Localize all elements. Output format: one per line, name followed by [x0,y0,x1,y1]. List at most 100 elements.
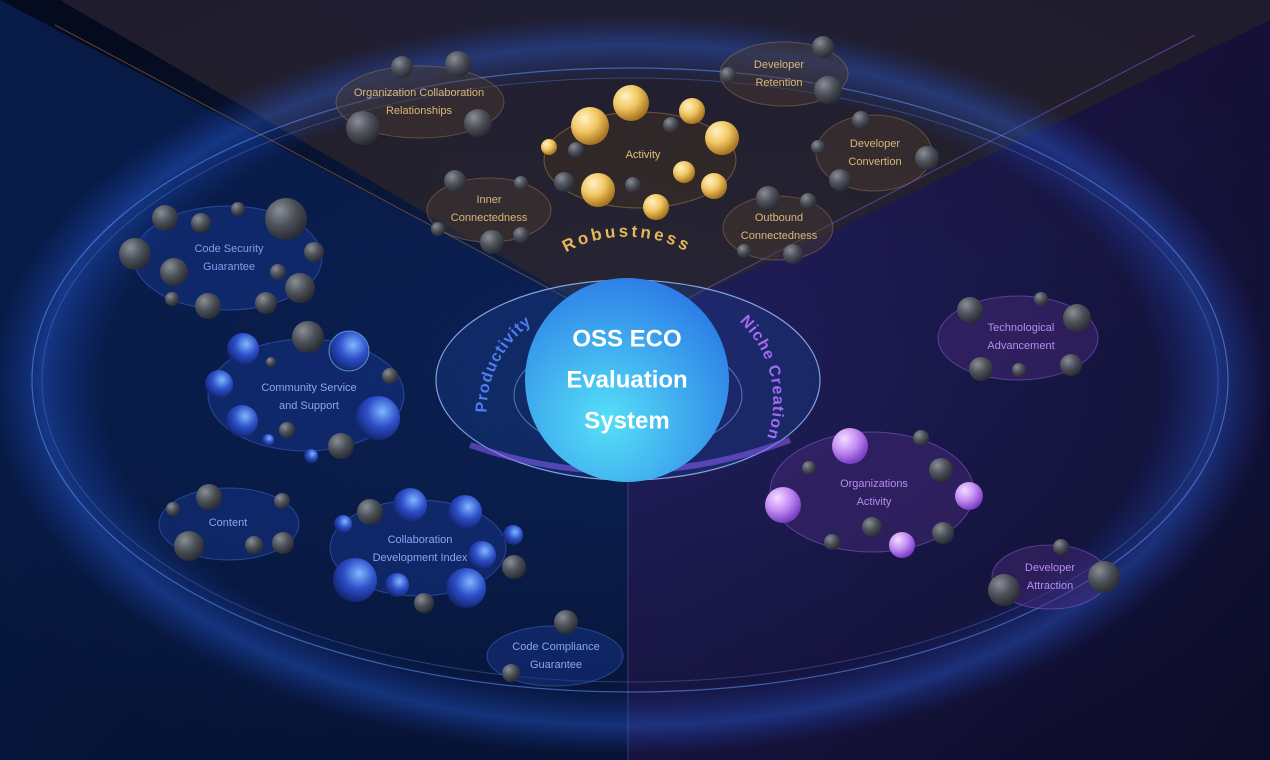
node-ball [802,461,816,475]
node-ball [1053,539,1069,555]
node-ball [205,370,233,398]
node-ball [1034,292,1048,306]
node-ball [166,502,180,516]
metric-label-line: Guarantee [203,261,255,273]
center-title-line2: Evaluation [566,366,688,394]
node-ball [811,140,825,154]
node-ball [382,368,398,384]
node-ball [800,193,816,209]
node-ball [285,273,315,303]
node-ball [765,487,801,523]
metric-label-line: Outbound [754,212,804,224]
node-ball [957,297,983,323]
node-ball [119,238,151,270]
metric-label-line: Retention [755,77,803,89]
node-ball [1012,363,1026,377]
node-ball [929,458,953,482]
metric-nodes [119,36,1120,682]
node-ball [932,522,954,544]
metric-label-line: Developer [849,138,901,150]
node-ball [191,213,211,233]
metric-label-line: and Support [279,400,339,412]
node-ball [581,173,615,207]
node-ball [165,292,179,306]
node-ball [663,117,679,133]
metric-label-line: Activity [625,149,661,161]
node-ball [328,330,370,372]
node-ball [227,333,259,365]
node-ball [955,482,983,510]
node-ball [1063,304,1091,332]
node-ball [391,56,413,78]
node-ball [393,488,427,522]
metric-label-line: Code Compliance [512,641,600,653]
metric-label-line: Convertion [848,156,902,168]
node-ball [245,536,263,554]
metric-label-line: Relationships [385,105,453,117]
node-ball [304,449,318,463]
node-ball [431,222,445,236]
node-ball [643,194,669,220]
node-ball [445,51,471,77]
metric-content: Content [209,514,248,532]
node-ball [862,517,882,537]
node-ball [514,176,528,190]
node-ball [814,76,842,104]
node-ball [1088,561,1120,593]
node-ball [448,495,482,529]
node-ball [272,532,294,554]
node-ball [468,541,496,569]
node-ball [571,107,609,145]
node-ball [333,558,377,602]
node-ball [824,534,840,550]
node-ball [152,205,178,231]
node-ball [679,98,705,124]
metric-label-line: Developer [1024,562,1076,574]
node-ball [541,139,557,155]
node-ball [554,172,574,192]
outer-ring-inner [41,77,1219,683]
node-ball [502,555,526,579]
node-ball [554,610,578,634]
metric-label-line: Organization Collaboration [353,87,485,99]
metric-label-line: Code Security [194,243,264,255]
node-ball [812,36,834,58]
metric-community-service: Community Service and Support [261,379,356,415]
metric-label-line: Technological [987,322,1055,334]
node-ball [705,121,739,155]
node-ball [356,396,400,440]
node-ball [357,499,383,525]
metric-collab-dev-index: Collaboration Development Index [373,531,468,567]
node-ball [513,227,529,243]
metric-label-line: Advancement [987,340,1055,352]
metric-dev-convertion: Developer Convertion [848,135,901,171]
node-ball [444,170,466,192]
center-title-line3: System [584,407,670,435]
metric-orgs-activity: Organizations Activity [840,475,908,511]
node-ball [328,433,354,459]
metric-label-line: Inner [476,194,502,206]
node-ball [160,258,188,286]
node-ball [502,664,520,682]
metric-label-line: Guarantee [530,659,582,671]
node-ball [265,198,307,240]
metric-label-line: Development Index [372,552,468,564]
node-ball [913,430,929,446]
node-ball [568,142,584,158]
node-ball [464,109,492,137]
node-ball [292,321,324,353]
node-ball [988,574,1020,606]
node-ball [334,515,352,533]
node-ball [480,230,504,254]
node-ball [346,111,380,145]
metric-label-line: Content [208,517,248,529]
metric-code-compliance: Code Compliance Guarantee [512,638,599,674]
node-ball [262,434,274,446]
metric-label-line: Developer [753,59,805,71]
node-ball [829,169,851,191]
node-ball [503,525,523,545]
metric-label-line: Connectedness [740,230,818,242]
node-ball [1060,354,1082,376]
node-ball [783,244,803,264]
